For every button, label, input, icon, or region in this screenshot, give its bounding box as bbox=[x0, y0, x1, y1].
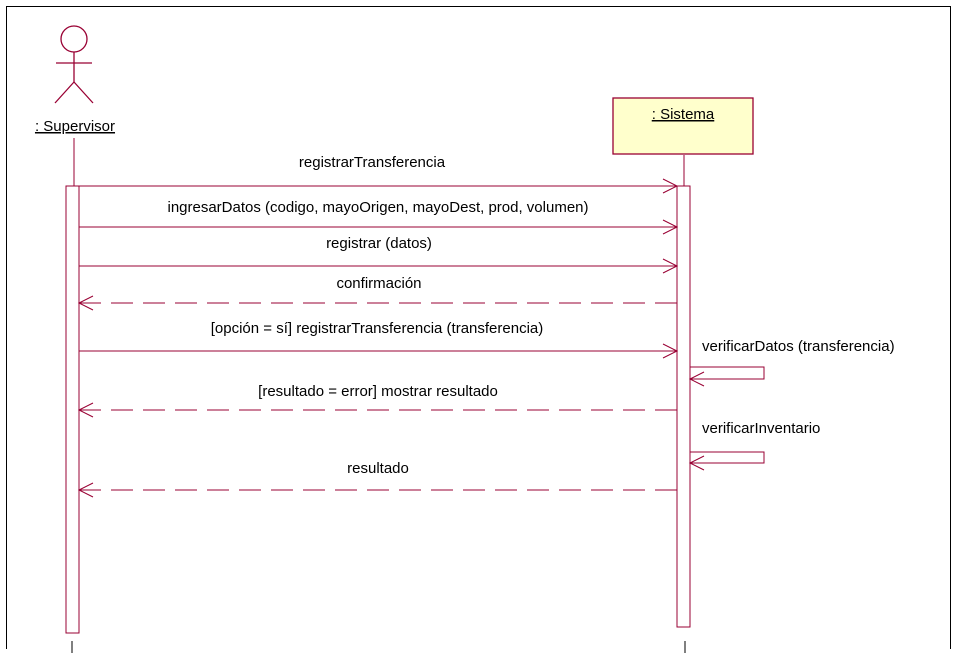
message-arrow bbox=[79, 219, 679, 235]
object-name: : Sistema bbox=[652, 106, 715, 123]
stick-figure-icon bbox=[54, 25, 94, 104]
message-label: registrarTransferencia bbox=[299, 154, 446, 171]
message-label: verificarInventario bbox=[702, 420, 820, 437]
message-label: resultado bbox=[347, 460, 409, 477]
return-arrow bbox=[77, 295, 677, 311]
message-label: verificarDatos (transferencia) bbox=[702, 338, 895, 355]
diagram-frame bbox=[6, 6, 951, 649]
actor-name: : Supervisor bbox=[35, 118, 115, 135]
message-arrow bbox=[79, 343, 679, 359]
message-label: [resultado = error] mostrar resultado bbox=[258, 383, 498, 400]
activation-sistema bbox=[676, 185, 691, 628]
message-label: registrar (datos) bbox=[326, 235, 432, 252]
message-label: [opción = sí] registrarTransferencia (tr… bbox=[211, 320, 544, 337]
actor-supervisor[interactable]: : Supervisor bbox=[35, 25, 115, 135]
return-arrow bbox=[77, 482, 677, 498]
message-label: ingresarDatos (codigo, mayoOrigen, mayoD… bbox=[167, 199, 588, 216]
message-arrow bbox=[79, 258, 679, 274]
return-arrow bbox=[77, 402, 677, 418]
object-box bbox=[612, 97, 754, 155]
message-arrow bbox=[79, 178, 679, 194]
message-label: confirmación bbox=[336, 275, 421, 292]
activation-supervisor bbox=[65, 185, 80, 634]
self-message-arrow bbox=[688, 451, 765, 471]
object-sistema[interactable]: : Sistema bbox=[612, 97, 754, 155]
self-message-arrow bbox=[688, 366, 765, 387]
